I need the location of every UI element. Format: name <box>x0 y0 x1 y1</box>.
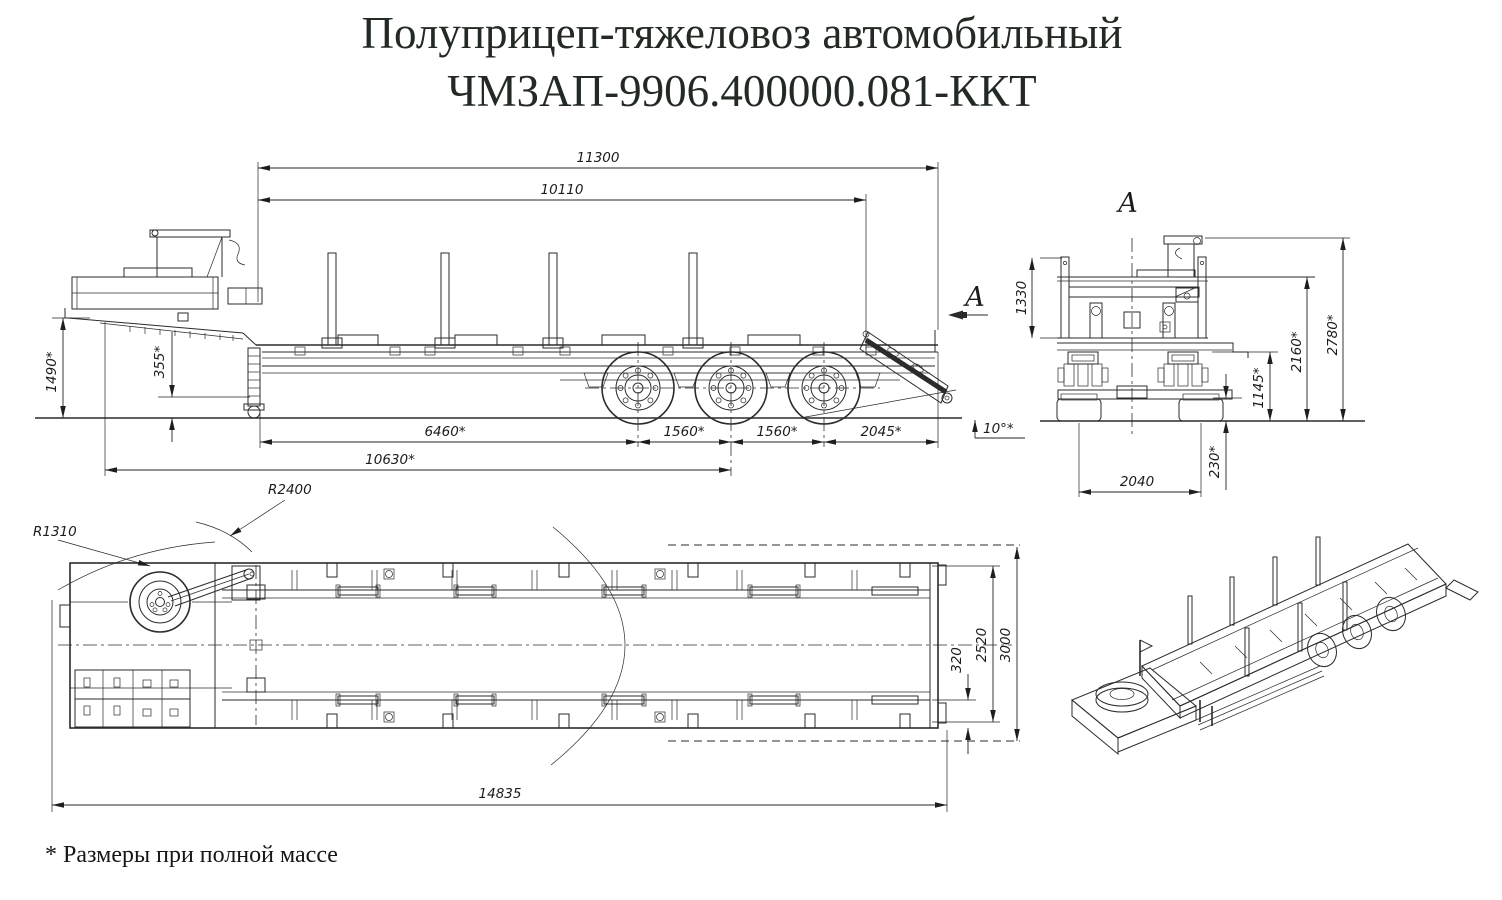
dim-gooseneck-height: 1490* <box>44 351 60 392</box>
iso-spare-tire <box>1095 687 1149 713</box>
deck-fittings <box>294 346 881 388</box>
crane-arm-plan <box>167 569 247 598</box>
iso-wheels <box>1307 596 1406 668</box>
dim-overall-height: 2780* <box>1325 314 1341 355</box>
dim-axle-gap1: 1560* <box>663 424 704 440</box>
dim-suspension-height: 1145* <box>1251 367 1267 408</box>
rear-view: A <box>1014 188 1365 497</box>
support-leg <box>243 347 265 419</box>
ramp-slope-line <box>799 389 957 419</box>
rear-lug <box>937 564 947 586</box>
stake <box>542 252 564 349</box>
side-dims-bottom: 6460* 1560* 1560* 2045* 10630* 10°* <box>104 322 1025 476</box>
dim-side-board: 1330 <box>1014 281 1030 315</box>
isometric-view <box>1071 536 1479 756</box>
iso-deck-side <box>1179 583 1447 719</box>
front-corner-arc <box>57 541 216 591</box>
side-view: A 11300 10110 1490* 355* <box>35 150 1025 476</box>
dim-overall-length-plan: 14835 <box>479 786 522 802</box>
dim-ground-clearance: 230* <box>1207 445 1223 478</box>
rub-rail <box>747 334 801 346</box>
dim-overall-length: 11300 <box>577 150 620 166</box>
rear-wheels <box>1056 393 1224 422</box>
rear-dims: 1330 2780* 2160* 1145* 230* 2040 <box>1014 237 1350 497</box>
toolboxes-plan <box>74 669 191 728</box>
suspension-left <box>1057 351 1109 387</box>
wheel-rear <box>1178 398 1224 422</box>
view-a-arrow: A <box>948 282 988 320</box>
wheels-side <box>585 342 880 476</box>
platform-plan <box>222 562 947 729</box>
axle-beam <box>1057 385 1233 400</box>
rear-ramp <box>799 330 957 419</box>
dim-track-width: 2040 <box>1120 474 1154 490</box>
gooseneck-slope <box>67 317 244 334</box>
platform-frame-side <box>256 330 938 381</box>
wheel-rear <box>1056 398 1102 422</box>
swing-radii: R2400 R1310 <box>33 482 626 766</box>
rear-view-label: A <box>1115 188 1138 219</box>
gooseneck-plan <box>59 565 266 728</box>
platform-outline <box>69 562 939 729</box>
dim-radius-front: R1310 <box>33 524 77 540</box>
dim-rear-overhang: 2045* <box>860 424 901 440</box>
dim-overall-width: 3000 <box>998 628 1014 662</box>
support-foot <box>247 405 261 419</box>
crane-frame <box>149 229 246 278</box>
rear-lug <box>937 702 947 724</box>
stake <box>434 252 456 349</box>
drawing-title-line1: Полуприцеп-тяжеловоз автомобильный <box>362 8 1123 58</box>
wheel <box>601 342 675 447</box>
side-post <box>1060 256 1070 339</box>
dim-deck-width: 2520 <box>974 628 990 662</box>
rub-rail-brackets <box>335 584 919 707</box>
iso-gooseneck <box>1071 639 1213 756</box>
dim-ramp-angle: 10°* <box>983 421 1014 437</box>
wheel <box>694 342 768 476</box>
dim-deck-height: 2160* <box>1289 331 1305 372</box>
spare-wheel-tread <box>123 267 193 278</box>
dim-kingpin-axle1: 6460* <box>424 424 465 440</box>
wheel <box>787 342 861 447</box>
drawing-title-line2: ЧМЗАП-9906.400000.081-ККТ <box>447 66 1036 116</box>
stake <box>321 252 343 349</box>
iso-rear-coupling <box>1445 579 1479 601</box>
stake <box>682 252 704 349</box>
rub-rail <box>337 334 379 346</box>
rear-frame <box>1057 256 1315 358</box>
hydraulic-hose <box>228 239 246 266</box>
stake-pockets <box>326 562 911 729</box>
front-lip <box>64 308 72 319</box>
dim-rear-frame-height: 355* <box>152 345 168 378</box>
dim-axle-gap2: 1560* <box>756 424 797 440</box>
stakes-side <box>321 252 801 349</box>
kingpin <box>177 312 189 322</box>
side-dims-top: 11300 10110 <box>257 150 939 350</box>
drawbar-plate <box>1123 311 1141 329</box>
gooseneck-side <box>64 229 263 346</box>
suspension-right <box>1157 351 1209 387</box>
dim-deck-length: 10110 <box>541 182 584 198</box>
swing-arc-r2400 <box>550 526 626 766</box>
dim-beam-offset: 320 <box>949 647 965 673</box>
spare-wheel-plan <box>129 571 191 633</box>
side-step <box>1208 342 1249 358</box>
rub-rail <box>601 334 646 346</box>
spare-wheel-mast <box>1136 235 1203 278</box>
dim-radius-rear-swing: R2400 <box>268 482 312 498</box>
view-a-arrow-label: A <box>962 282 985 313</box>
top-view: R2400 R1310 <box>33 482 1020 812</box>
top-dims: 320 2520 3000 14835 <box>51 547 1020 812</box>
footnote: * Размеры при полной массе <box>45 842 338 868</box>
dim-kingpin-mid-axle: 10630* <box>365 452 415 468</box>
side-dims-left: 1490* 355* <box>44 317 250 442</box>
rub-rail <box>454 334 498 346</box>
iso-stakes <box>1187 536 1348 677</box>
